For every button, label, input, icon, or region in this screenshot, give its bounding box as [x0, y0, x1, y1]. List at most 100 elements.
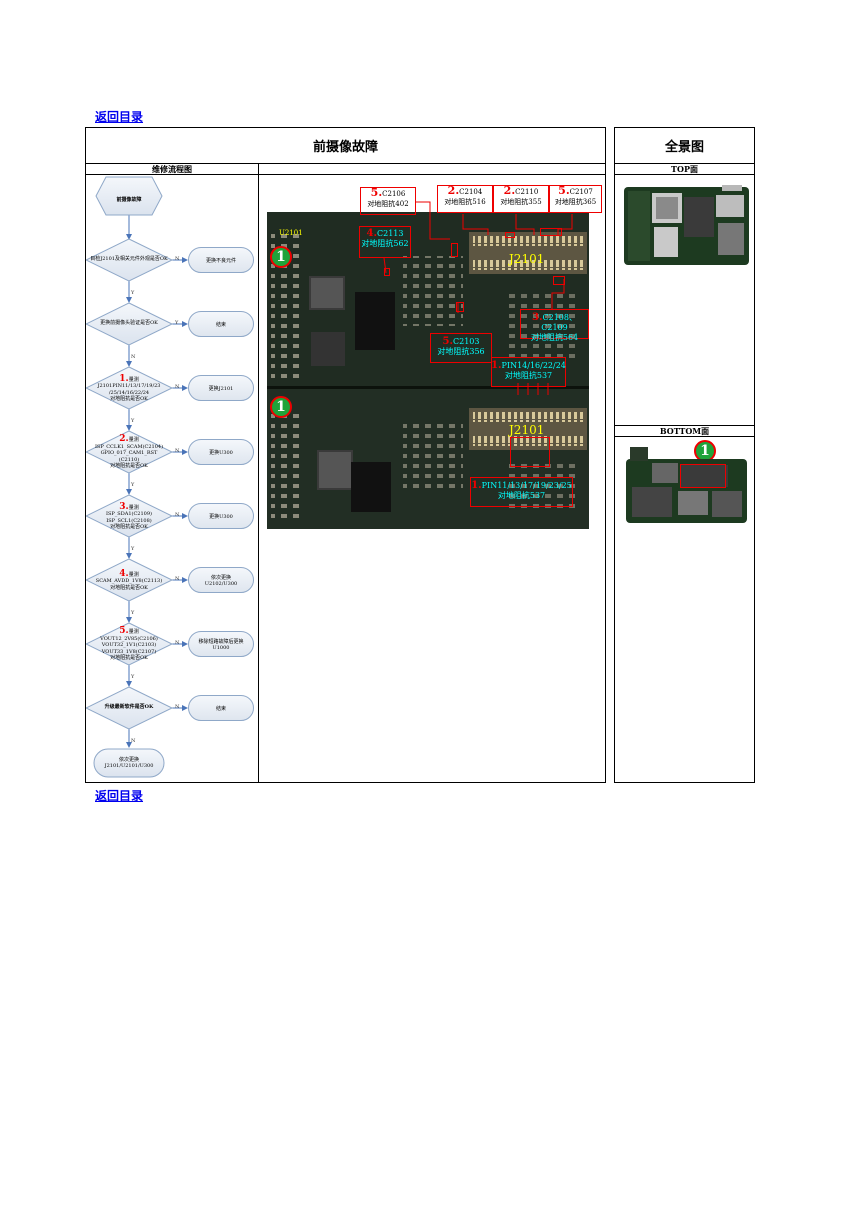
divider — [614, 425, 755, 426]
flow-end: 依次更换 J2101/U2101/U300 — [94, 749, 164, 777]
overview-highlight-box — [680, 464, 726, 488]
yes-label: Y — [131, 482, 135, 488]
flow-header: 维修流程图 — [152, 163, 192, 174]
callout-pin-a-box — [491, 357, 566, 387]
flow-text: 对地阻抗是否OK — [110, 463, 148, 470]
flow-decision-3: 1.量测 J2101PIN11/13/17/19/23 /25/14/16/22… — [86, 370, 172, 408]
flow-result-4: 更换U300 — [188, 439, 254, 465]
yes-label: Y — [131, 546, 135, 552]
callout-text: C2103 — [452, 337, 480, 346]
flow-text: 对地阻抗是否OK — [110, 396, 148, 402]
callout-text: PIN11/13/17/19/23/25 — [481, 481, 572, 490]
flow-text: 目检J2101及相关元件外观是否OK — [90, 255, 168, 262]
u2101-label: U2101 — [279, 229, 303, 237]
callout-leaders — [383, 201, 573, 395]
component-marker — [384, 268, 390, 276]
callout-text: PIN14/16/22/24 — [501, 361, 566, 370]
callout-c2103: 5.C2103 对地阻抗356 — [430, 337, 492, 357]
no-label: N — [175, 384, 180, 390]
step-number: 4. — [119, 568, 129, 579]
no-label: N — [175, 512, 180, 518]
callout-text: 对地阻抗355 — [500, 198, 542, 206]
flow-text: 更换前摄像头验证是否OK — [100, 319, 158, 326]
top-board-artwork — [624, 185, 749, 265]
callout-text: C2108、C2109 — [541, 313, 577, 332]
flow-text: J2101PIN11/13/17/19/23 — [97, 383, 161, 389]
component-marker — [510, 437, 550, 467]
callout-text: 对地阻抗402 — [367, 200, 409, 208]
flow-text: VOUT32_1V1(C2103) — [101, 642, 157, 649]
flow-decision-5: 3.量测 ISP_SDA1(C2109) ISP_SCL1(C2108) 对地阻… — [86, 498, 172, 536]
callout-c2110: 2.C2110 对地阻抗355 — [493, 185, 549, 213]
bottom-side-label: BOTTOM面 — [659, 425, 710, 436]
j2101-label-top: J2101 — [509, 252, 545, 266]
flow-text: 移除短路故障后更换 — [198, 638, 244, 645]
flow-text: VOUT33_1V8(C2107) — [101, 648, 157, 655]
flow-text: SCAM_AVDD_1V8(C2113) — [95, 578, 163, 585]
divider — [614, 174, 755, 175]
no-label: N — [175, 576, 180, 582]
component-marker — [505, 232, 515, 238]
flow-text: 量测 — [128, 376, 139, 383]
divider — [85, 163, 606, 164]
j2101-label-bottom: J2101 — [509, 423, 545, 437]
flow-text: J2101/U2101/U300 — [104, 763, 154, 769]
callout-text: 对地阻抗537 — [504, 371, 553, 380]
callout-text: 对地阻抗564 — [530, 333, 579, 342]
no-label: N — [175, 704, 180, 710]
flow-start: 前摄像故障 — [116, 196, 142, 203]
no-label: N — [131, 738, 136, 744]
flow-text: VOUT12_2V85(C2106) — [100, 635, 158, 642]
step-number: 5. — [558, 184, 570, 197]
step-number: 3. — [532, 312, 543, 323]
flow-decision-2: 更换前摄像头验证是否OK — [90, 311, 168, 335]
component-marker — [553, 276, 565, 285]
divider — [85, 174, 606, 175]
flow-text: ISP_CCLK1_SCAM(C2104) — [94, 443, 164, 450]
flow-text: 量测 — [128, 629, 139, 636]
no-label: N — [175, 448, 180, 454]
callout-c2113-box — [359, 226, 411, 258]
flow-decision-6: 4.量测 SCAM_AVDD_1V8(C2113) 对地阻抗是否OK — [86, 564, 172, 598]
pcb-closeup-image — [267, 212, 589, 529]
step-number: 5. — [119, 626, 129, 637]
bottom-board-artwork — [626, 447, 747, 523]
overview-top-board — [622, 183, 751, 268]
back-to-index-link-bottom[interactable]: 返回目录 — [95, 789, 144, 803]
callout-c2103-box — [430, 333, 492, 363]
yes-label: Y — [175, 320, 179, 326]
flow-text: 升级最新软件是否OK — [104, 703, 154, 710]
callout-pin-b-box — [470, 477, 573, 507]
callout-text: C2110 — [515, 188, 539, 196]
flowchart-connectors — [86, 176, 188, 778]
component-marker — [451, 243, 458, 257]
flow-text: 对地阻抗是否OK — [110, 584, 148, 591]
step-number: 2. — [503, 184, 516, 197]
flow-text: (C2110) — [118, 456, 140, 463]
callout-c2108-box — [520, 309, 589, 339]
flow-text: 量测 — [128, 571, 139, 578]
top-side-label: TOP面 — [671, 163, 698, 174]
marker-badge-bottom: 1 — [270, 396, 292, 418]
yes-label: Y — [131, 610, 135, 616]
step-number: 1. — [471, 480, 482, 491]
flow-result-7: 移除短路故障后更换 U1000 — [188, 631, 254, 657]
flow-result-6: 依次更换 U2102/U300 — [188, 567, 254, 593]
callout-text: 对地阻抗537 — [497, 491, 546, 500]
callout-c2108: 3.C2108、C2109 对地阻抗564 — [520, 313, 589, 343]
overview-bottom-board — [622, 441, 751, 526]
step-number: 2. — [447, 184, 460, 197]
overview-title: 全景图 — [664, 140, 704, 155]
callout-c2107: 5.C2107 对地阻抗365 — [549, 185, 602, 213]
divider — [614, 163, 755, 164]
back-to-index-link-top[interactable]: 返回目录 — [95, 110, 144, 124]
callout-text: 对地阻抗562 — [361, 239, 409, 248]
flow-text: U1000 — [212, 644, 230, 651]
step-number: 3. — [119, 501, 129, 512]
flow-text: 量测 — [128, 437, 139, 444]
page-title: 前摄像故障 — [312, 140, 378, 155]
flow-text: ISP_SDA1(C2109) — [106, 511, 152, 517]
callout-text: 对地阻抗365 — [554, 198, 597, 206]
flow-text: GPIO_017_CAM1_RST — [100, 450, 158, 457]
callout-c2104: 2.C2104 对地阻抗516 — [437, 185, 493, 213]
